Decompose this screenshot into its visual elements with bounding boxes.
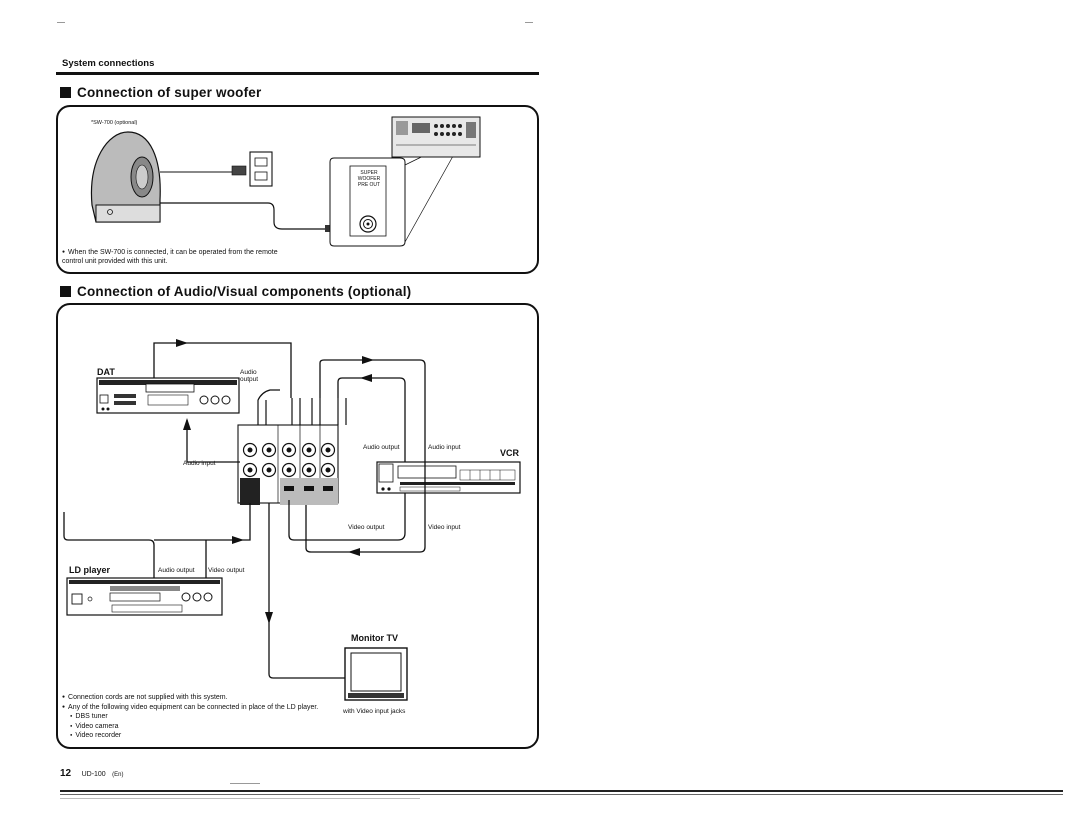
dat-deck-illustration xyxy=(96,377,240,414)
sub-item-video-recorder: Video recorder xyxy=(62,731,342,741)
language-code: (En) xyxy=(112,772,124,778)
super-woofer-jack-panel xyxy=(329,157,406,247)
wall-outlet xyxy=(249,151,273,187)
av-section-heading: Connection of Audio/Visual components (o… xyxy=(60,284,411,299)
model-name: UD-100 xyxy=(81,771,106,778)
dat-audio-input-label: Audio input xyxy=(183,460,216,467)
av-note-2: Any of the following video equipment can… xyxy=(62,703,342,713)
header-rule xyxy=(56,72,539,75)
av-notes: Connection cords are not supplied with t… xyxy=(62,693,342,741)
vcr-video-input-label: Video input xyxy=(428,524,461,531)
woofer-diagram-box xyxy=(56,105,539,274)
av-note-1: Connection cords are not supplied with t… xyxy=(62,693,342,703)
bottom-rule xyxy=(60,790,1063,792)
ld-player-illustration xyxy=(66,577,223,616)
ld-video-output-label: Video output xyxy=(208,567,245,574)
ld-player-label: LD player xyxy=(69,565,111,575)
monitor-tv-illustration xyxy=(344,647,408,701)
woofer-section-heading: Connection of super woofer xyxy=(60,85,261,100)
monitor-tv-caption: with Video input jacks xyxy=(343,708,406,715)
page-number: 12 xyxy=(60,768,72,779)
woofer-note: When the SW-700 is connected, it can be … xyxy=(62,248,292,266)
super-woofer-jack-label: SUPER WOOFER PRE OUT xyxy=(357,170,381,188)
vcr-video-output-label: Video output xyxy=(348,524,385,531)
vcr-label: VCR xyxy=(500,448,520,458)
ld-audio-output-label: Audio output xyxy=(158,567,195,574)
av-heading-text: Connection of Audio/Visual components (o… xyxy=(77,284,412,299)
dat-audio-output-label: Audio output xyxy=(240,369,259,383)
monitor-tv-label: Monitor TV xyxy=(351,633,398,643)
crop-mark-right xyxy=(525,22,533,23)
av-diagram-box xyxy=(56,303,539,749)
section-header: System connections xyxy=(62,58,155,69)
amplifier-rear-panel xyxy=(391,116,481,158)
av-jack-panel xyxy=(237,424,339,505)
vcr-illustration xyxy=(376,461,521,494)
crop-mark-left xyxy=(57,22,65,23)
sub-item-dbs-tuner: DBS tuner xyxy=(62,712,342,722)
sub-item-video-camera: Video camera xyxy=(62,722,342,732)
bottom-rule-faint xyxy=(60,798,420,799)
heading-square-icon xyxy=(60,87,71,98)
woofer-model-label: *SW-700 (optional) xyxy=(91,120,138,126)
page-footer: 12 UD-100 (En) xyxy=(60,763,124,781)
bottom-rule-short xyxy=(230,783,260,784)
woofer-heading-text: Connection of super woofer xyxy=(77,85,262,100)
bottom-rule-thin xyxy=(60,794,1063,795)
vcr-audio-input-label: Audio input xyxy=(428,444,461,451)
super-woofer-illustration xyxy=(90,131,161,223)
vcr-audio-output-label: Audio output xyxy=(363,444,400,451)
heading-square-icon xyxy=(60,286,71,297)
dat-label: DAT xyxy=(97,367,115,377)
